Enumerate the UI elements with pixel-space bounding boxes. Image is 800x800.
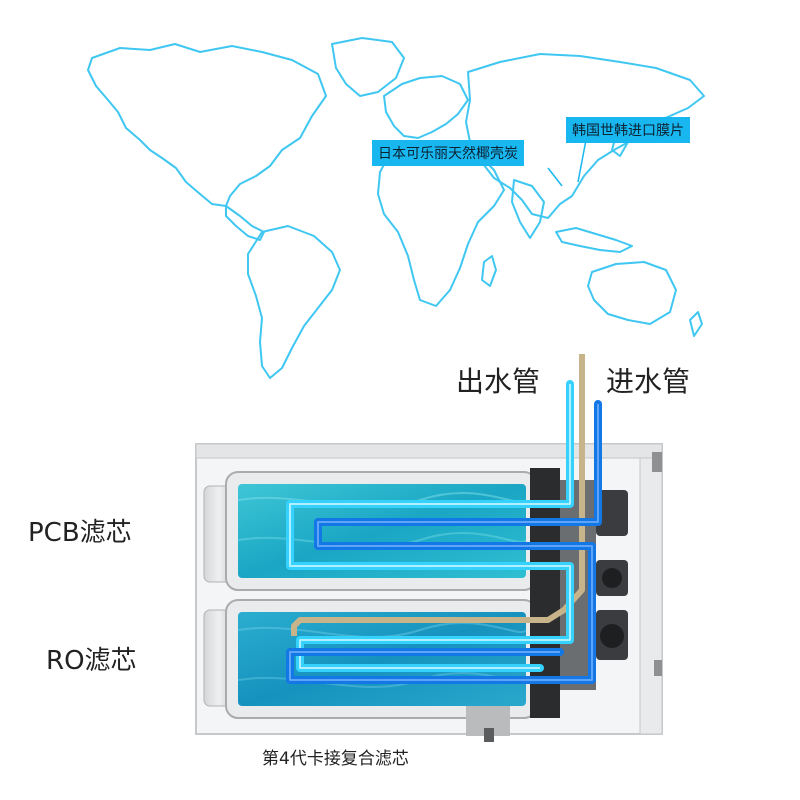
australia-outline — [587, 261, 677, 325]
central-america-outline — [225, 205, 265, 241]
inlet-pipe-label: 进水管 — [606, 365, 691, 398]
filter-caption: 第4代卡接复合滤芯 — [262, 749, 409, 769]
world-map — [87, 37, 705, 379]
new-zealand-outline — [689, 311, 703, 337]
valve-block — [466, 468, 628, 742]
europe-outline — [383, 75, 469, 139]
pcb-cartridge — [203, 471, 537, 591]
asia-outline — [465, 53, 705, 219]
callout-membrane: 韩国世韩进口膜片 — [566, 117, 690, 143]
india-outline — [511, 179, 545, 239]
outlet-pipe-label: 出水管 — [456, 365, 541, 398]
greenland-outline — [331, 37, 405, 97]
pcb-filter-label: PCB滤芯 — [28, 518, 132, 548]
indonesia-outline — [555, 227, 633, 253]
north-america-outline — [87, 43, 327, 207]
tan-tube — [291, 354, 585, 636]
south-america-outline — [247, 225, 341, 379]
callout-coconut-carbon: 日本可乐丽天然椰壳炭 — [372, 140, 524, 166]
madagascar-outline — [481, 255, 497, 287]
ro-filter-label: RO滤芯 — [46, 646, 137, 676]
callout-leaders — [547, 139, 587, 187]
